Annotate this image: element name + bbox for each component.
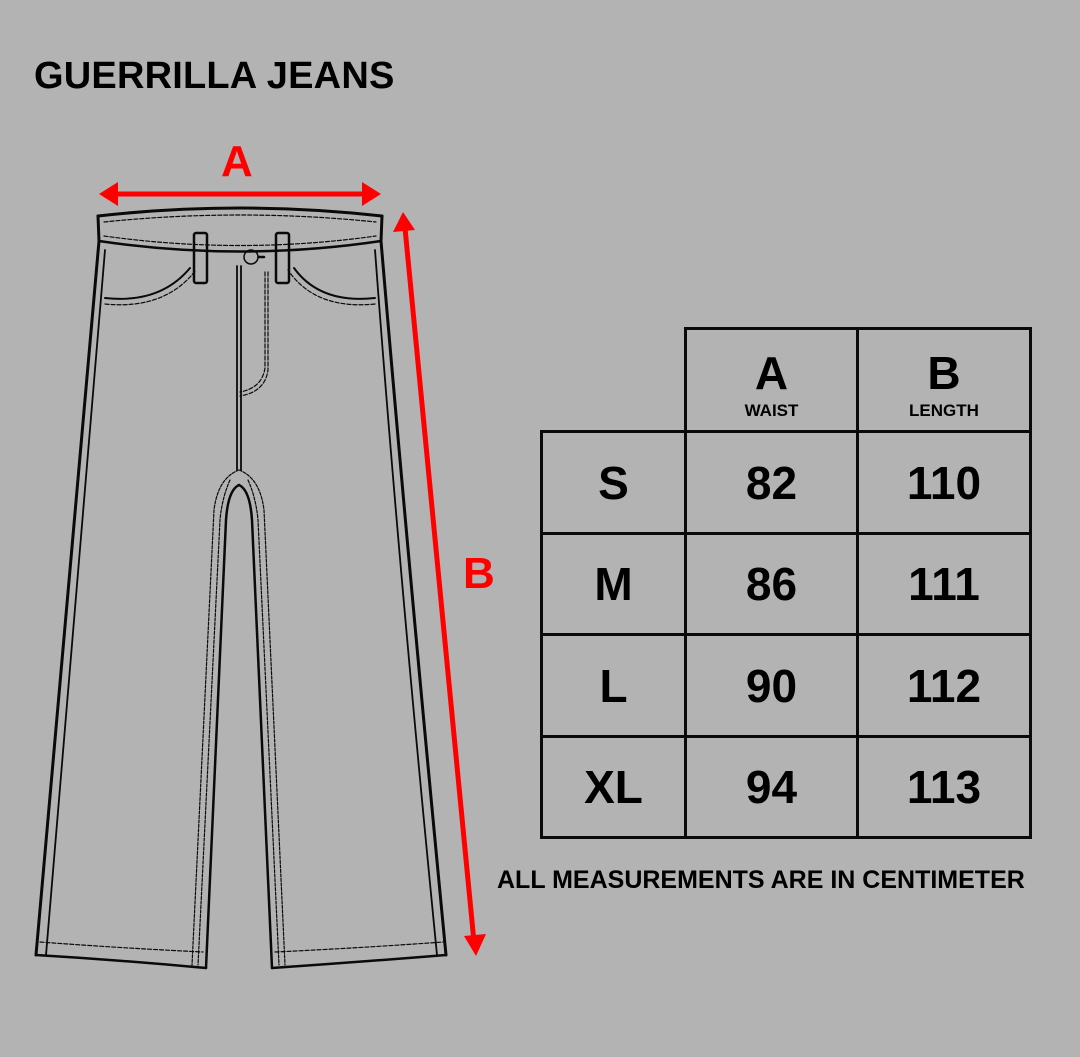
double-arrow-horizontal-icon: [99, 182, 381, 206]
length-value: 112: [906, 659, 982, 712]
waist-value: 82: [745, 456, 798, 509]
length-value: 111: [908, 558, 980, 610]
size-cell: M: [540, 532, 687, 636]
waist-value: 94: [745, 761, 798, 813]
waist-cell: 82: [684, 430, 859, 535]
waist-cell: 90: [684, 633, 859, 738]
waist-cell: 86: [684, 532, 859, 636]
size-label: L: [599, 659, 628, 712]
size-cell: S: [540, 430, 687, 535]
waist-value: 86: [745, 558, 798, 610]
column-letter: A: [754, 347, 789, 399]
length-cell: 112: [856, 633, 1032, 738]
waist-value: 90: [745, 659, 798, 712]
length-value: 110: [906, 456, 982, 509]
column-header-length: B LENGTH: [856, 327, 1032, 433]
length-cell: 111: [856, 532, 1032, 636]
page-title: GUERRILLA JEANS: [34, 55, 395, 97]
column-header-waist: A WAIST: [684, 327, 859, 433]
column-name: LENGTH: [909, 401, 979, 420]
size-cell: L: [540, 633, 687, 738]
column-letter: B: [927, 347, 961, 399]
units-note: ALL MEASUREMENTS ARE IN CENTIMETER: [497, 866, 1025, 894]
double-arrow-vertical-icon: [393, 212, 486, 956]
waist-cell: 94: [684, 735, 859, 839]
column-name: WAIST: [744, 401, 799, 420]
size-label: M: [594, 558, 633, 610]
size-label: S: [598, 456, 629, 509]
measure-b-label: B: [463, 549, 495, 598]
length-value: 113: [906, 761, 982, 813]
size-cell: XL: [540, 735, 687, 839]
measure-a-label: A: [221, 137, 253, 186]
jeans-illustration: [34, 182, 486, 970]
length-cell: 113: [856, 735, 1032, 839]
size-label: XL: [584, 761, 643, 813]
length-cell: 110: [856, 430, 1032, 535]
